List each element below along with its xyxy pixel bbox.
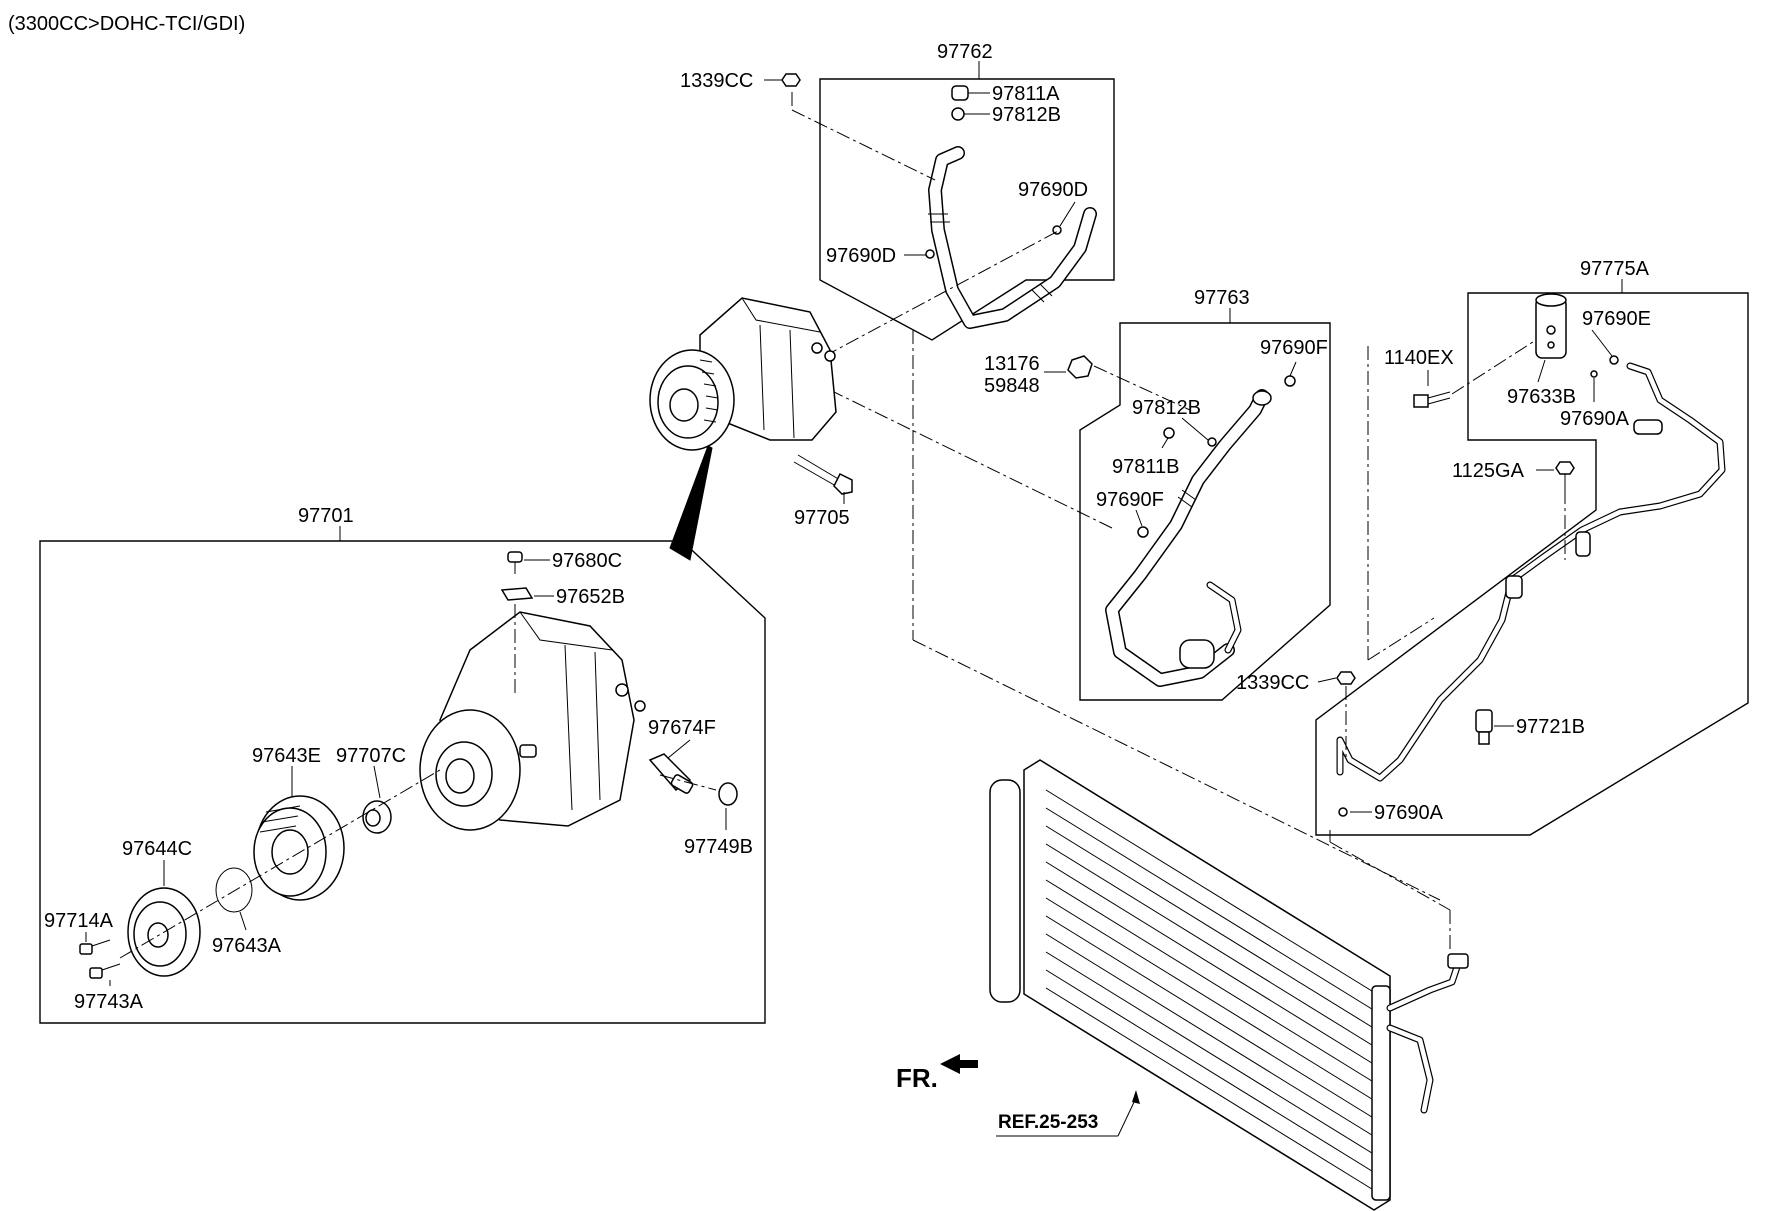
detail-pointer-arrow xyxy=(669,445,713,561)
group-97701-frame xyxy=(39,540,766,1024)
group-97762: 97762 97811A 97812B 97690D 97690D xyxy=(819,41,1115,341)
label-97690D-left[interactable]: 97690D xyxy=(826,245,896,267)
label-97811A[interactable]: 97811A xyxy=(992,83,1060,105)
label-97812B-top[interactable]: 97812B xyxy=(992,104,1061,126)
compressor-icon xyxy=(419,611,646,831)
label-97690E[interactable]: 97690E xyxy=(1582,308,1651,330)
label-97690F-mid[interactable]: 97690F xyxy=(1096,489,1164,511)
label-97690A-top[interactable]: 97690A xyxy=(1560,408,1630,430)
label-1125GA[interactable]: 1125GA xyxy=(1452,460,1525,482)
label-97775A[interactable]: 97775A xyxy=(1580,258,1650,280)
label-97690F-top[interactable]: 97690F xyxy=(1260,337,1328,359)
bolt-icon xyxy=(781,73,801,87)
label-97644C[interactable]: 97644C xyxy=(122,838,192,860)
label-1140EX[interactable]: 1140EX xyxy=(1384,347,1454,369)
label-97762[interactable]: 97762 xyxy=(937,41,993,63)
label-97714A[interactable]: 97714A xyxy=(44,910,114,932)
label-97707C[interactable]: 97707C xyxy=(336,745,406,767)
label-97721B[interactable]: 97721B xyxy=(1516,716,1585,738)
group-97763-frame xyxy=(1079,322,1331,701)
o-ring-icon xyxy=(1137,375,1296,538)
group-97775A-frame xyxy=(1315,292,1749,836)
bolt-icon xyxy=(1336,671,1356,685)
bolt-icon xyxy=(1413,391,1451,408)
engine-spec-title: (3300CC>DOHC-TCI/GDI) xyxy=(8,13,245,35)
expansion-valve-icon xyxy=(1535,293,1567,359)
label-97674F[interactable]: 97674F xyxy=(648,717,716,739)
label-97643E[interactable]: 97643E xyxy=(252,745,321,767)
label-59848[interactable]: 59848 xyxy=(984,375,1040,397)
label-97743A[interactable]: 97743A xyxy=(74,991,144,1013)
label-97690A-bottom[interactable]: 97690A xyxy=(1374,802,1444,824)
label-97690D-right[interactable]: 97690D xyxy=(1018,179,1088,201)
label-97812B-mid[interactable]: 97812B xyxy=(1132,397,1201,419)
snap-ring-icon xyxy=(215,867,253,913)
o-ring-icon xyxy=(718,782,738,806)
hose-icon xyxy=(1105,389,1272,687)
label-97701[interactable]: 97701 xyxy=(298,505,354,527)
label-97705[interactable]: 97705 xyxy=(794,507,850,529)
pressure-sensor-icon xyxy=(648,753,694,794)
pulley-icon xyxy=(253,795,345,901)
pressure-sensor-icon xyxy=(1475,709,1493,745)
label-97811B[interactable]: 97811B xyxy=(1112,456,1179,478)
compressor-icon xyxy=(649,297,837,451)
group-97775A: 97775A 97690E 97633B 97690A xyxy=(1315,258,1749,836)
hose-icon xyxy=(928,146,1097,329)
group-97701: 97701 97680C 97652B xyxy=(39,505,766,1024)
bolt-icon xyxy=(79,939,121,979)
reference-label[interactable]: REF.25-253 xyxy=(998,1112,1098,1133)
o-ring-icon xyxy=(1338,355,1619,817)
label-97680C[interactable]: 97680C xyxy=(552,550,622,572)
label-97652B[interactable]: 97652B xyxy=(556,586,625,608)
bearing-icon xyxy=(362,800,392,834)
front-label: FR. xyxy=(896,1063,938,1093)
bolt-icon xyxy=(1555,461,1575,490)
label-13176[interactable]: 13176 xyxy=(984,353,1040,375)
group-97762-frame xyxy=(819,78,1115,341)
label-1339CC-top[interactable]: 1339CC xyxy=(680,70,753,92)
condenser-icon xyxy=(989,759,1469,1211)
label-97643A[interactable]: 97643A xyxy=(212,935,282,957)
bolt-icon xyxy=(507,551,523,574)
direction-arrow-icon xyxy=(940,1054,978,1074)
bolt-icon xyxy=(793,454,853,495)
bolt-icon xyxy=(1067,355,1093,379)
label-97633B[interactable]: 97633B xyxy=(1507,386,1576,408)
front-direction: FR. xyxy=(896,1054,978,1093)
label-1339CC-right[interactable]: 1339CC xyxy=(1236,672,1309,694)
label-97763[interactable]: 97763 xyxy=(1194,287,1250,309)
hose-icon xyxy=(1336,362,1726,782)
group-97763: 97763 97690F 97812B 97811B 97690F xyxy=(1079,287,1331,701)
label-97749B[interactable]: 97749B xyxy=(684,836,753,858)
cap-icon xyxy=(951,85,969,101)
reference-note: REF.25-253 xyxy=(996,1090,1140,1137)
bracket-icon xyxy=(500,587,534,601)
